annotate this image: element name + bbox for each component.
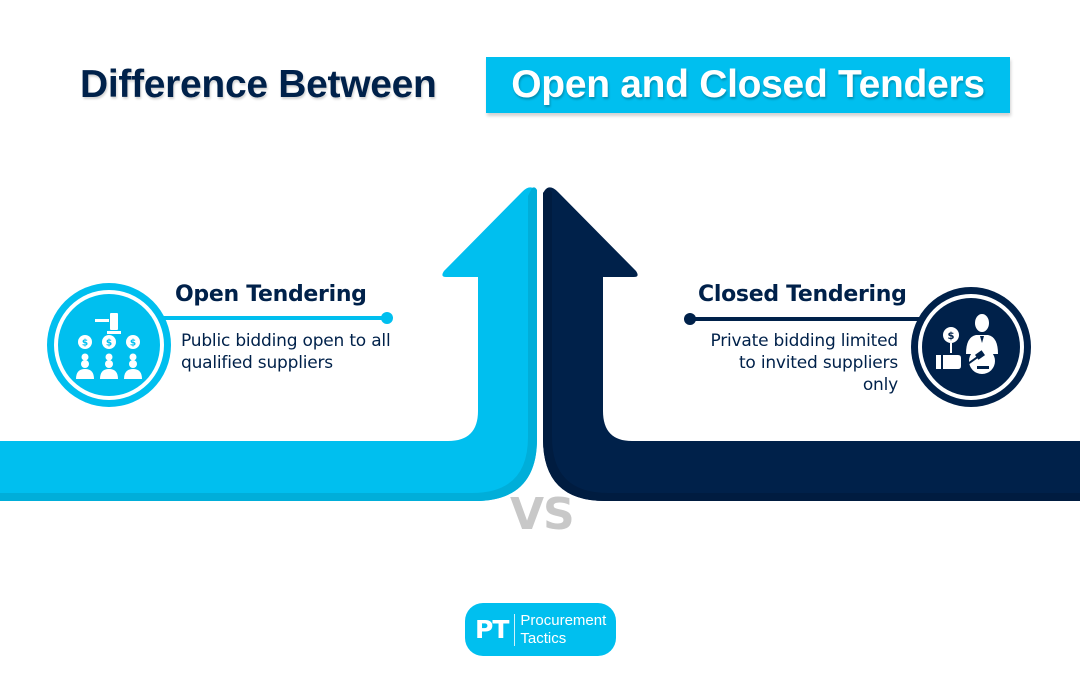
closed-connector <box>684 313 920 325</box>
title-highlight: Open and Closed Tenders <box>511 63 985 106</box>
open-tendering-description: Public bidding open to all qualified sup… <box>181 331 391 373</box>
logo-line-1: Procurement <box>520 611 607 629</box>
open-connector <box>160 312 393 324</box>
logo-divider <box>514 613 516 646</box>
open-arrow <box>0 187 537 502</box>
logo-initials: PT <box>475 615 509 644</box>
vs-label: VS <box>510 489 575 540</box>
svg-text:$: $ <box>106 339 112 349</box>
invited-bidder-gavel-icon: $ <box>911 287 1031 407</box>
title-highlight-box: Open and Closed Tenders <box>486 57 1010 113</box>
auction-gavel-bidders-icon: $ $ $ <box>47 283 171 407</box>
title-prefix: Difference Between <box>80 63 437 106</box>
page-title: Difference Between Open and Closed Tende… <box>0 57 1080 113</box>
svg-text:$: $ <box>948 331 955 342</box>
closed-tendering-title: Closed Tendering <box>698 282 907 307</box>
logo-line-2: Tactics <box>520 629 567 647</box>
procurement-tactics-logo: PT Procurement Tactics <box>465 603 616 656</box>
svg-text:$: $ <box>82 339 88 349</box>
open-tendering-title: Open Tendering <box>175 282 367 307</box>
logo-wordmark: Procurement Tactics <box>520 612 606 648</box>
closed-tendering-description: Private bidding limited to invited suppl… <box>710 331 898 395</box>
svg-text:$: $ <box>130 339 136 349</box>
closed-arrow <box>543 187 1080 501</box>
